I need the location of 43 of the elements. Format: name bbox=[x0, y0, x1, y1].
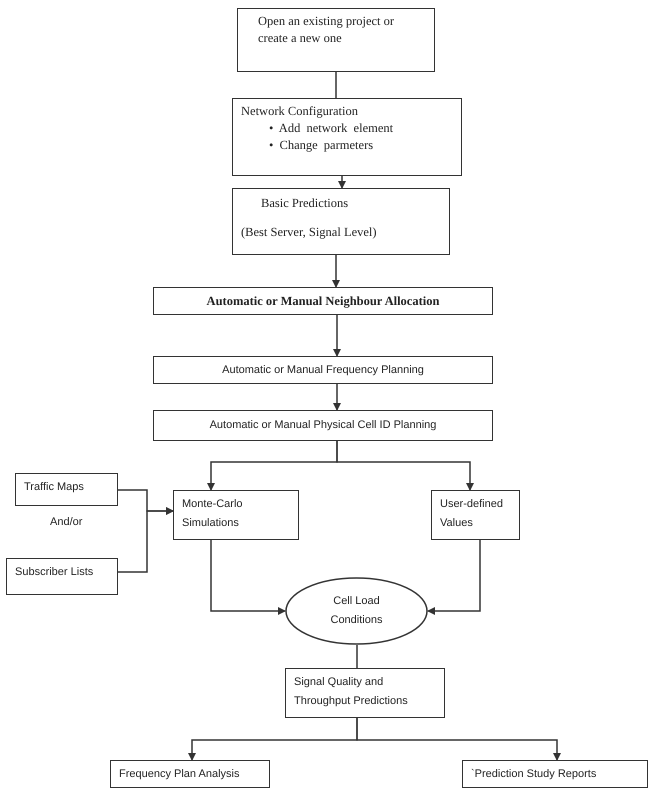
node-text: `Prediction Study Reports bbox=[471, 767, 598, 782]
node-text: Automatic or Manual Frequency Planning bbox=[222, 362, 424, 378]
bullet-item: • Add network element bbox=[269, 120, 394, 137]
process-box bbox=[15, 473, 118, 506]
node-text: Signal Quality and Throughput Predictions bbox=[294, 675, 409, 709]
node-text: Basic Predictions bbox=[260, 195, 350, 212]
bullet-item: • Change parmeters bbox=[269, 137, 374, 154]
node-text: Automatic or Manual Physical Cell ID Planning bbox=[210, 418, 436, 433]
node-text: (Best Server, Signal Level) bbox=[241, 224, 378, 241]
node-text: Frequency Plan Analysis bbox=[119, 767, 240, 782]
arrow bbox=[333, 315, 341, 357]
connector-line bbox=[335, 72, 337, 98]
process-box bbox=[173, 490, 299, 540]
node-text: Cell Load Conditions bbox=[330, 594, 384, 628]
node-text: Subscriber Lists bbox=[15, 565, 94, 580]
process-box bbox=[232, 188, 450, 255]
arrow bbox=[332, 255, 340, 288]
note-label: And/or bbox=[50, 516, 82, 528]
arrow bbox=[118, 507, 174, 573]
process-box bbox=[237, 8, 435, 72]
node-text: Traffic Maps bbox=[24, 480, 85, 495]
process-box bbox=[153, 356, 493, 384]
arrow bbox=[333, 384, 341, 411]
process-box bbox=[110, 760, 270, 788]
node-text: Open an existing project or create a new one bbox=[258, 13, 396, 47]
process-box bbox=[153, 287, 493, 315]
node-heading: Network Configuration bbox=[241, 103, 359, 120]
process-box bbox=[431, 490, 520, 540]
arrow bbox=[338, 176, 346, 189]
node-text: Automatic or Manual Neighbour Allocation bbox=[206, 292, 440, 310]
process-box bbox=[285, 668, 445, 718]
node-text: User-defined Values bbox=[440, 497, 504, 531]
ellipse-node bbox=[285, 577, 428, 645]
process-box bbox=[6, 558, 118, 595]
connector-line bbox=[356, 645, 358, 668]
arrow bbox=[356, 718, 561, 761]
node-text: Monte-Carlo Simulations bbox=[182, 497, 244, 531]
arrow bbox=[336, 441, 474, 491]
arrow bbox=[427, 540, 481, 615]
process-box bbox=[153, 410, 493, 441]
arrow bbox=[210, 540, 286, 615]
process-box bbox=[232, 98, 462, 176]
process-box bbox=[462, 760, 648, 788]
